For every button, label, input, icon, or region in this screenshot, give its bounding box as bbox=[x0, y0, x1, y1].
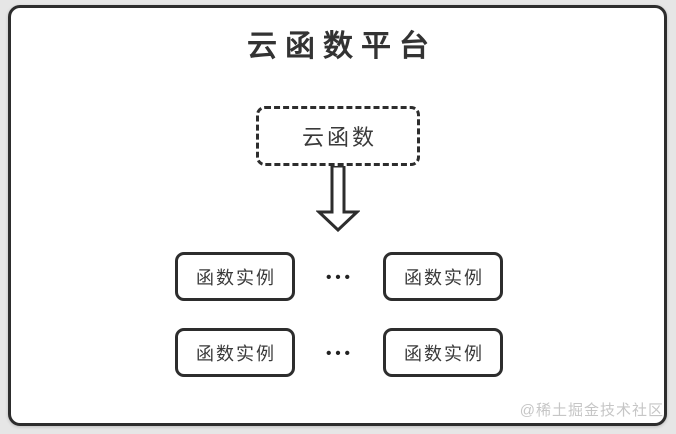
ellipsis-dots: ••• bbox=[326, 345, 354, 362]
function-instance-box: 函数实例 bbox=[383, 328, 503, 377]
diagram-title: 云函数平台 bbox=[247, 30, 437, 63]
function-instance-label: 函数实例 bbox=[196, 343, 276, 364]
watermark-text: @稀土掘金技术社区 bbox=[519, 402, 664, 419]
ellipsis-dots: ••• bbox=[326, 269, 354, 286]
cloud-function-box: 云函数 bbox=[256, 106, 420, 166]
function-instance-label: 函数实例 bbox=[404, 343, 484, 364]
function-instance-label: 函数实例 bbox=[196, 267, 276, 288]
function-instance-label: 函数实例 bbox=[404, 267, 484, 288]
function-instance-box: 函数实例 bbox=[175, 252, 295, 301]
cloud-function-label: 云函数 bbox=[301, 125, 377, 150]
down-arrow-icon bbox=[316, 166, 360, 232]
function-instance-box: 函数实例 bbox=[383, 252, 503, 301]
function-instance-box: 函数实例 bbox=[175, 328, 295, 377]
